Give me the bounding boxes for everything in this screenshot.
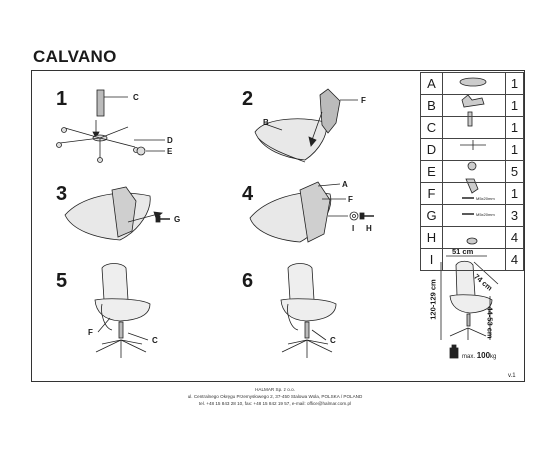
part-quantity: 5	[505, 160, 524, 183]
step1-gas-lift-illustration	[92, 89, 128, 139]
callout-a-step4: A	[342, 180, 348, 189]
max-load-unit: kg	[490, 354, 497, 360]
part-letter: H	[420, 226, 443, 249]
part-letter: C	[420, 116, 443, 139]
step6-chair-illustration	[280, 263, 337, 358]
callout-c-step5: C	[152, 336, 158, 345]
callout-e-step1: E	[167, 147, 173, 156]
max-load-value: 100	[476, 351, 491, 360]
step-number-1: 1	[56, 88, 68, 110]
callout-f-step4: F	[348, 195, 353, 204]
instruction-frame	[31, 70, 525, 382]
step-number-2: 2	[242, 88, 254, 110]
dimension-seat-height: 44-53 cm	[485, 306, 495, 339]
part-picture	[442, 116, 506, 139]
max-load-prefix: max.	[462, 354, 476, 360]
step3-seat-illustration	[64, 186, 170, 241]
part-quantity: 4	[505, 226, 524, 249]
version-label: v.1	[508, 373, 516, 379]
part-letter: D	[420, 138, 443, 161]
footer-company: HALMAR Sp. z o.o.	[255, 387, 295, 392]
part-letter: F	[420, 182, 443, 205]
callout-d-step1: D	[167, 136, 173, 145]
part-letter: G	[420, 204, 443, 227]
part-letter: E	[420, 160, 443, 183]
part-quantity: 1	[505, 116, 524, 139]
step-number-5: 5	[56, 270, 68, 292]
max-load: max. 100kg	[462, 351, 496, 360]
dimension-width: 51 cm	[452, 247, 474, 256]
callout-b-step2: B	[263, 118, 269, 127]
part-quantity: 4	[505, 248, 524, 271]
part-picture	[442, 204, 506, 227]
callout-f-step5: F	[88, 328, 93, 337]
part-picture	[442, 226, 506, 249]
part-quantity: 1	[505, 182, 524, 205]
screw-size-g: M5x20mm	[476, 196, 495, 201]
part-picture	[442, 248, 506, 271]
step2-mechanism-illustration	[308, 88, 358, 147]
step4-chair-illustration	[249, 181, 374, 243]
step-number-6: 6	[242, 270, 254, 292]
callout-g-step3: G	[174, 215, 181, 224]
part-letter: B	[420, 94, 443, 117]
part-quantity: 3	[505, 204, 524, 227]
step-number-3: 3	[56, 183, 68, 205]
footer-address: ul. Centralnego Okręgu Przemysłowego 2, …	[187, 394, 363, 399]
footer-contact: tel. +48 15 843 28 10, fax: +48 15 842 1…	[198, 401, 352, 406]
callout-i-step4: I	[352, 224, 355, 233]
part-picture	[442, 160, 506, 183]
part-quantity: 1	[505, 72, 524, 95]
part-letter: A	[420, 72, 443, 95]
document-title: CALVANO	[33, 47, 117, 66]
part-quantity: 1	[505, 94, 524, 117]
callout-h-step4: H	[366, 224, 372, 233]
callout-c-step1: C	[133, 93, 139, 102]
screw-size-h: M5x20mm	[476, 212, 495, 217]
step5-chair-illustration	[94, 263, 151, 358]
dimension-height: 120-129 cm	[428, 279, 438, 320]
step2-seat-illustration	[254, 118, 327, 163]
step1-star-base-illustration	[56, 126, 165, 163]
callout-c-step6: C	[330, 336, 336, 345]
footer: HALMAR Sp. z o.o. ul. Centralnego Okręgu…	[0, 386, 550, 407]
callout-f-step2: F	[361, 96, 366, 105]
part-picture	[442, 72, 506, 95]
step-number-4: 4	[242, 183, 254, 205]
part-picture	[442, 182, 506, 205]
part-quantity: 1	[505, 138, 524, 161]
part-picture	[442, 94, 506, 117]
part-picture	[442, 138, 506, 161]
